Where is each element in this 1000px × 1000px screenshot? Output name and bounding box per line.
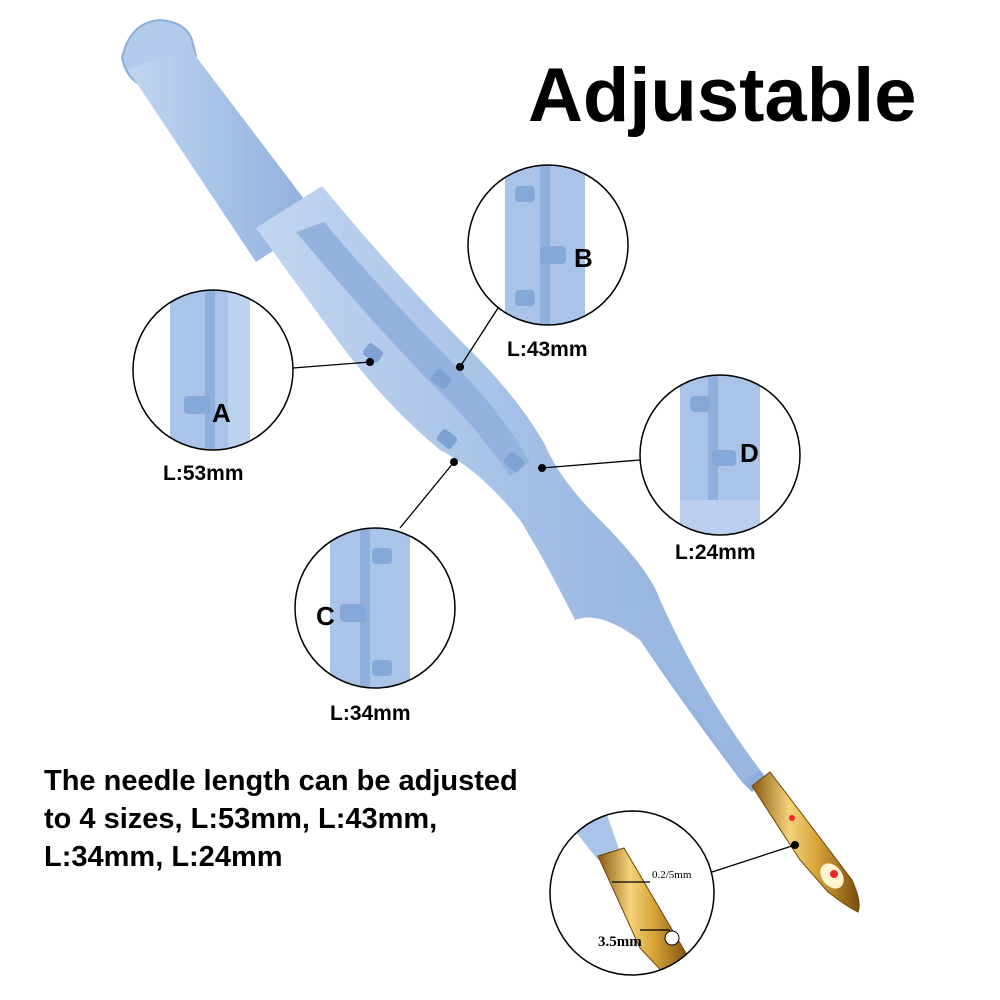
callout-c <box>294 527 456 689</box>
length-label-a: L:53mm <box>163 462 244 485</box>
position-letter-a: A <box>212 398 231 428</box>
description-line-2: to 4 sizes, L:53mm, L:43mm, <box>44 803 438 835</box>
position-letter-c: C <box>316 601 335 631</box>
length-label-d: L:24mm <box>675 541 756 564</box>
leader-lines <box>292 307 796 873</box>
description-line-3: L:34mm, L:24mm <box>44 841 283 873</box>
punch-needle-pen <box>120 18 860 913</box>
page-title: Adjustable <box>528 53 917 138</box>
tip-size-label: 0.2/5mm <box>652 869 692 881</box>
length-label-b: L:43mm <box>507 338 588 361</box>
position-letter-b: B <box>574 243 593 273</box>
description-line-1: The needle length can be adjusted <box>44 765 518 797</box>
description-text: The needle length can be adjusted to 4 s… <box>44 762 518 876</box>
leader-dots <box>366 358 799 849</box>
needle-width-label: 3.5mm <box>598 934 642 950</box>
length-label-c: L:34mm <box>330 702 411 725</box>
callout-d <box>639 374 801 536</box>
callout-a <box>132 289 294 451</box>
callout-b <box>467 164 629 326</box>
position-letter-d: D <box>740 438 759 468</box>
needle-detail-callout: 0.2/5mm 3.5mm <box>549 810 715 976</box>
